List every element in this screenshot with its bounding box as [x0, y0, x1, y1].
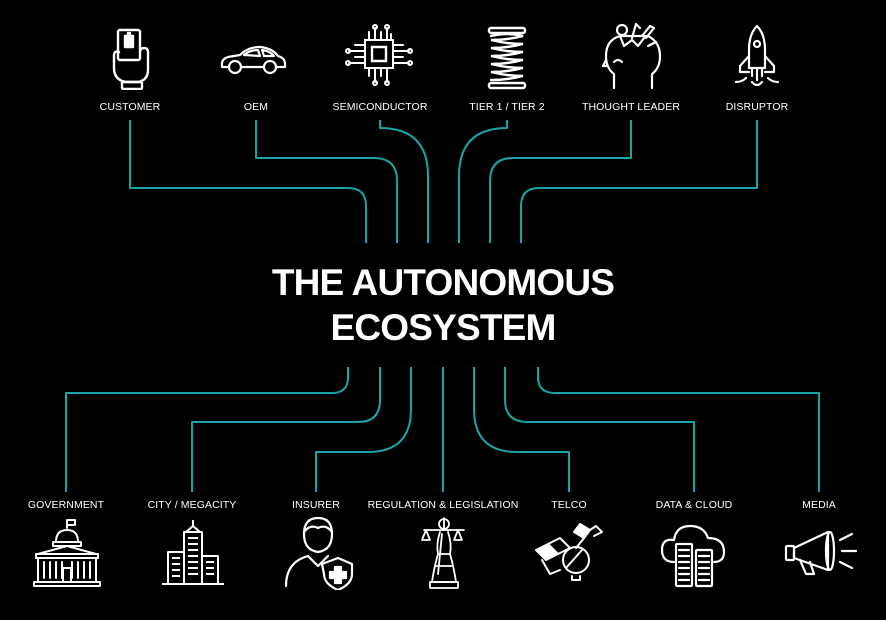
diagram-title-line2: ECOSYSTEM [330, 307, 556, 348]
connector-disruptor [520, 120, 758, 243]
node-label-semiconductor: SEMICONDUCTOR [332, 101, 428, 113]
diagram-title-line1: THE AUTONOMOUS [271, 262, 615, 303]
megaphone-icon [784, 524, 858, 582]
spring-icon [485, 26, 529, 90]
node-label-government: GOVERNMENT [27, 499, 105, 511]
car-icon [218, 42, 288, 76]
node-label-media: MEDIA [802, 499, 836, 511]
connector-thought-leader [489, 120, 632, 243]
connector-government [65, 367, 349, 492]
hand-holding-card-icon [104, 26, 156, 90]
connector-oem [255, 120, 398, 243]
head-ideas-icon [602, 22, 664, 92]
connector-data-cloud [504, 367, 695, 492]
node-label-disruptor: DISRUPTOR [725, 101, 789, 113]
node-label-telco: TELCO [551, 499, 587, 511]
connector-city [191, 367, 381, 492]
chip-icon [345, 24, 413, 86]
connector-insurer [315, 367, 412, 492]
connector-tier [458, 120, 508, 243]
connector-customer [129, 120, 367, 243]
person-shield-icon [282, 514, 354, 590]
connector-media [537, 367, 820, 492]
connector-telco [473, 367, 570, 492]
satellite-dish-icon [532, 520, 608, 582]
node-label-insurer: INSURER [292, 499, 340, 511]
lady-justice-icon [418, 514, 468, 590]
rocket-icon [732, 22, 782, 92]
node-label-customer: CUSTOMER [99, 101, 161, 113]
cloud-servers-icon [658, 518, 730, 588]
capitol-building-icon [32, 518, 102, 588]
node-label-oem: OEM [243, 101, 269, 113]
node-label-city: CITY / MEGACITY [147, 499, 237, 511]
node-label-thought-leader: THOUGHT LEADER [581, 101, 681, 113]
node-label-regulation: REGULATION & LEGISLATION [367, 499, 519, 511]
connector-semiconductor [379, 120, 429, 243]
node-label-data-cloud: DATA & CLOUD [655, 499, 733, 511]
skyscraper-icon [160, 518, 226, 588]
node-label-tier: TIER 1 / TIER 2 [469, 101, 545, 113]
